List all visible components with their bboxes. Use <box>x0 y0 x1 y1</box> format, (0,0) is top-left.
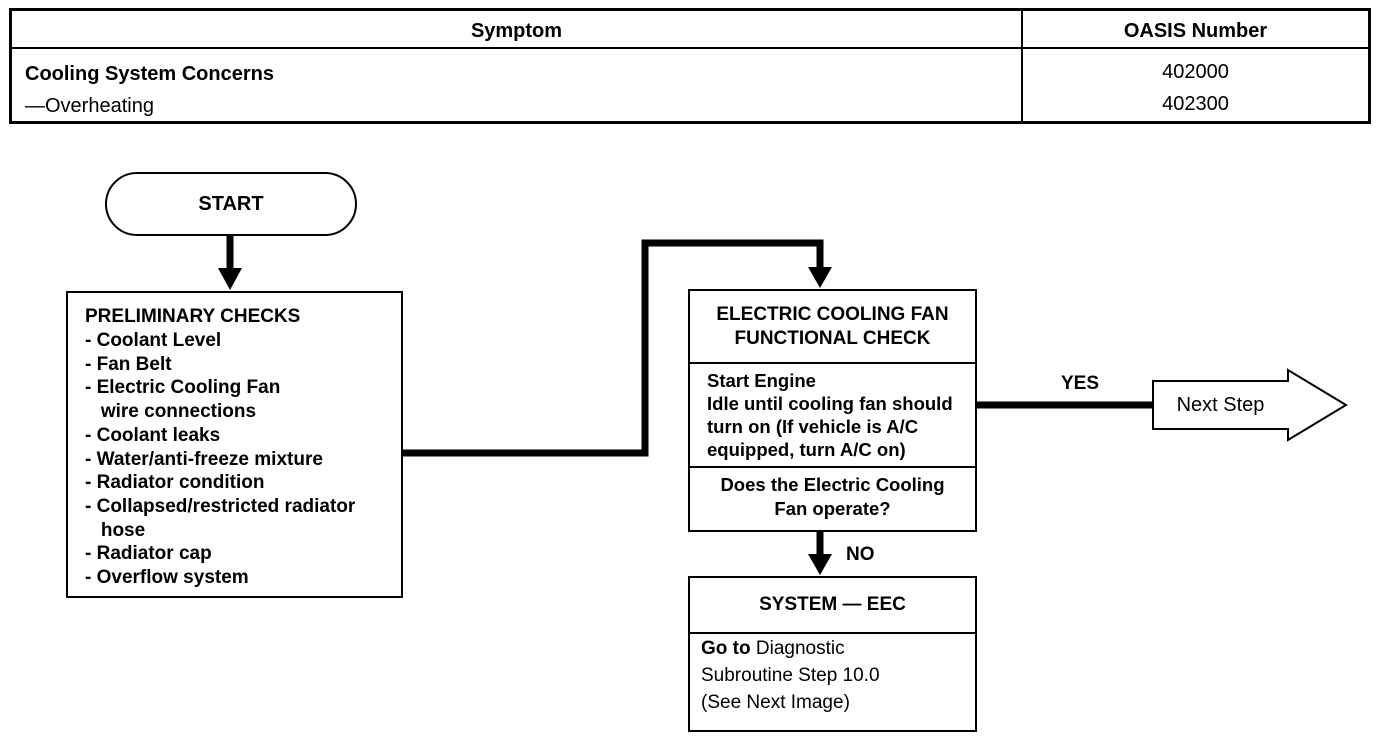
symptom-cell: —Overheating <box>25 95 154 117</box>
arrowhead-down <box>808 267 832 288</box>
fan-check-title-line: FUNCTIONAL CHECK <box>734 327 931 349</box>
fan-check-instructions: Start Engine Idle until cooling fan shou… <box>690 364 975 468</box>
no-branch-label: NO <box>846 544 875 565</box>
eec-line: Go to Diagnostic <box>701 635 880 662</box>
instruction-line: equipped, turn A/C on) <box>707 439 906 460</box>
preliminary-checks-box: PRELIMINARY CHECKS - Coolant Level - Fan… <box>66 291 403 598</box>
fan-check-question: Does the Electric Cooling Fan operate? <box>690 468 975 530</box>
instruction-line: turn on (If vehicle is A/C <box>707 416 919 437</box>
list-item: - Fan Belt <box>85 353 172 375</box>
list-item: - Coolant Level <box>85 330 222 351</box>
oasis-number-cell: 402300 <box>1162 93 1229 115</box>
yes-branch-label: YES <box>1061 373 1100 394</box>
eec-line: Subroutine Step 10.0 <box>701 665 880 686</box>
system-eec-instructions: Go to Diagnostic Subroutine Step 10.0 (S… <box>701 635 880 716</box>
list-item: wire connections <box>85 401 257 423</box>
list-item: - Overflow system <box>85 567 249 589</box>
oasis-number-cell: 402000 <box>1162 61 1229 83</box>
arrowhead-down <box>808 554 832 575</box>
oasis-column-header: OASIS Number <box>1123 20 1268 42</box>
instruction-line: Start Engine <box>707 370 816 391</box>
question-line: Fan operate? <box>774 498 891 519</box>
eec-line: (See Next Image) <box>701 692 850 713</box>
list-item: - Radiator cap <box>85 543 212 565</box>
start-terminator: START <box>105 172 357 236</box>
system-eec-box: SYSTEM — EEC Go to Diagnostic Subroutine… <box>688 576 977 732</box>
connector-prelim-to-fan <box>403 239 824 457</box>
list-item: - Radiator condition <box>85 472 265 494</box>
eec-diagnostic: Diagnostic <box>750 638 845 659</box>
list-item: hose <box>85 519 146 541</box>
system-eec-title: SYSTEM — EEC <box>690 578 975 634</box>
symptom-column-header: Symptom <box>470 20 563 42</box>
fan-check-title-line: ELECTRIC COOLING FAN <box>716 303 949 325</box>
preliminary-checks-list: - Coolant Level - Fan Belt - Electric Co… <box>85 329 401 590</box>
fan-functional-check-box: ELECTRIC COOLING FAN FUNCTIONAL CHECK St… <box>688 289 977 532</box>
preliminary-checks-title: PRELIMINARY CHECKS <box>85 306 301 327</box>
instruction-line: Idle until cooling fan should <box>707 393 953 414</box>
symptom-cell: Cooling System Concerns <box>25 63 274 85</box>
eec-go-to: Go to <box>701 638 751 659</box>
list-item: - Electric Cooling Fan <box>85 377 281 399</box>
symptom-table: Symptom OASIS Number Cooling System Conc… <box>9 8 1371 124</box>
next-step-label: Next Step <box>1176 393 1265 416</box>
list-item: - Water/anti-freeze mixture <box>85 448 323 470</box>
table-header-divider <box>12 47 1368 49</box>
question-line: Does the Electric Cooling <box>720 474 945 495</box>
next-step-arrow-shape <box>1152 368 1348 442</box>
fan-check-title: ELECTRIC COOLING FAN FUNCTIONAL CHECK <box>690 291 975 364</box>
list-item: - Coolant leaks <box>85 424 221 446</box>
arrowhead-down <box>218 268 242 290</box>
table-column-divider <box>1021 11 1023 121</box>
list-item: - Collapsed/restricted radiator <box>85 495 356 517</box>
